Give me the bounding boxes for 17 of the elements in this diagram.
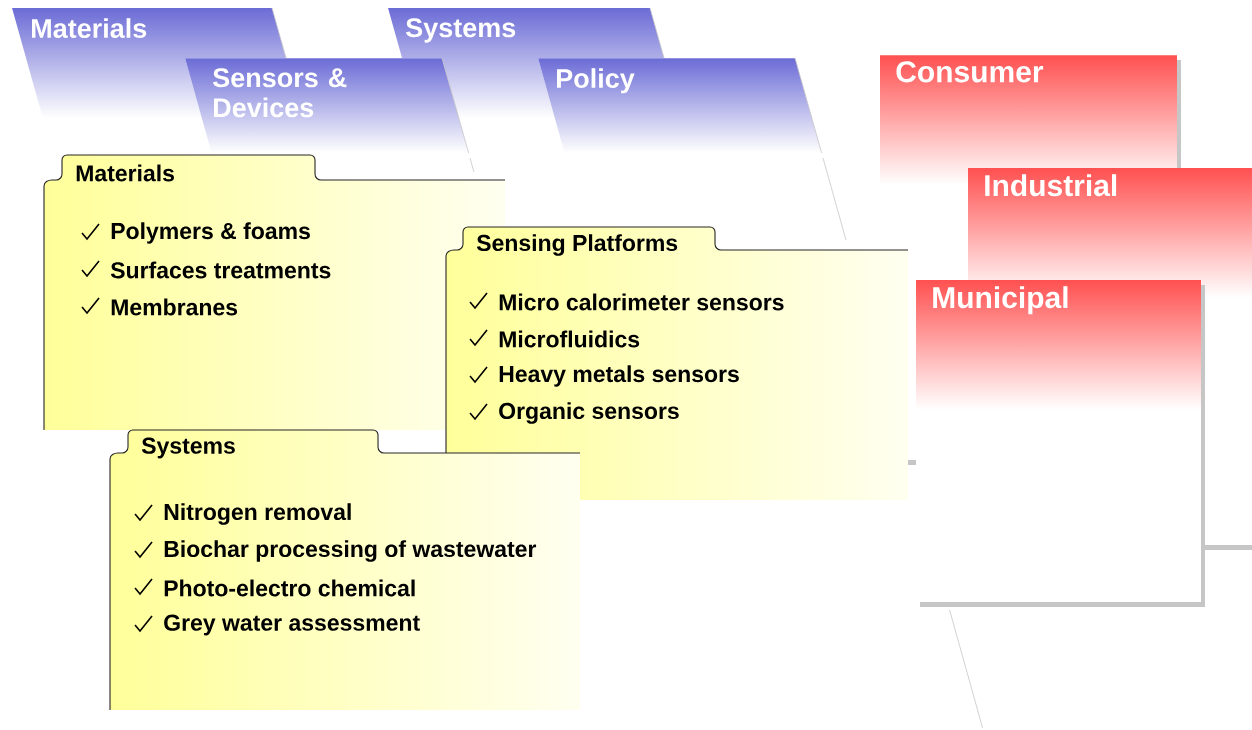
checklist-item: Heavy metals sensors xyxy=(469,365,739,387)
checklist-item: Nitrogen removal xyxy=(134,503,351,525)
category-tab: Systems xyxy=(406,7,665,59)
checklist-item: Organic sensors xyxy=(469,402,679,424)
checklist-item: Surfaces treatments xyxy=(81,260,331,279)
checklist-item: Grey water assessment xyxy=(134,614,420,636)
sector-card: Municipal xyxy=(916,280,1205,607)
category-tab: Materials xyxy=(32,7,287,59)
checklist-item: Microfluidics xyxy=(469,329,640,348)
node-label: Consumer xyxy=(896,61,1044,83)
category-tab: Sensors & Devices xyxy=(213,57,469,154)
checklist-item: Biochar processing of wastewater xyxy=(134,540,537,562)
category-tab: Policy xyxy=(557,57,822,154)
checklist-item: Polymers & foams xyxy=(81,222,310,244)
checklist-item: Micro calorimeter sensors xyxy=(469,292,784,311)
checklist-item: Photo-electro chemical xyxy=(134,578,415,597)
checklist-item: Membranes xyxy=(81,297,238,316)
